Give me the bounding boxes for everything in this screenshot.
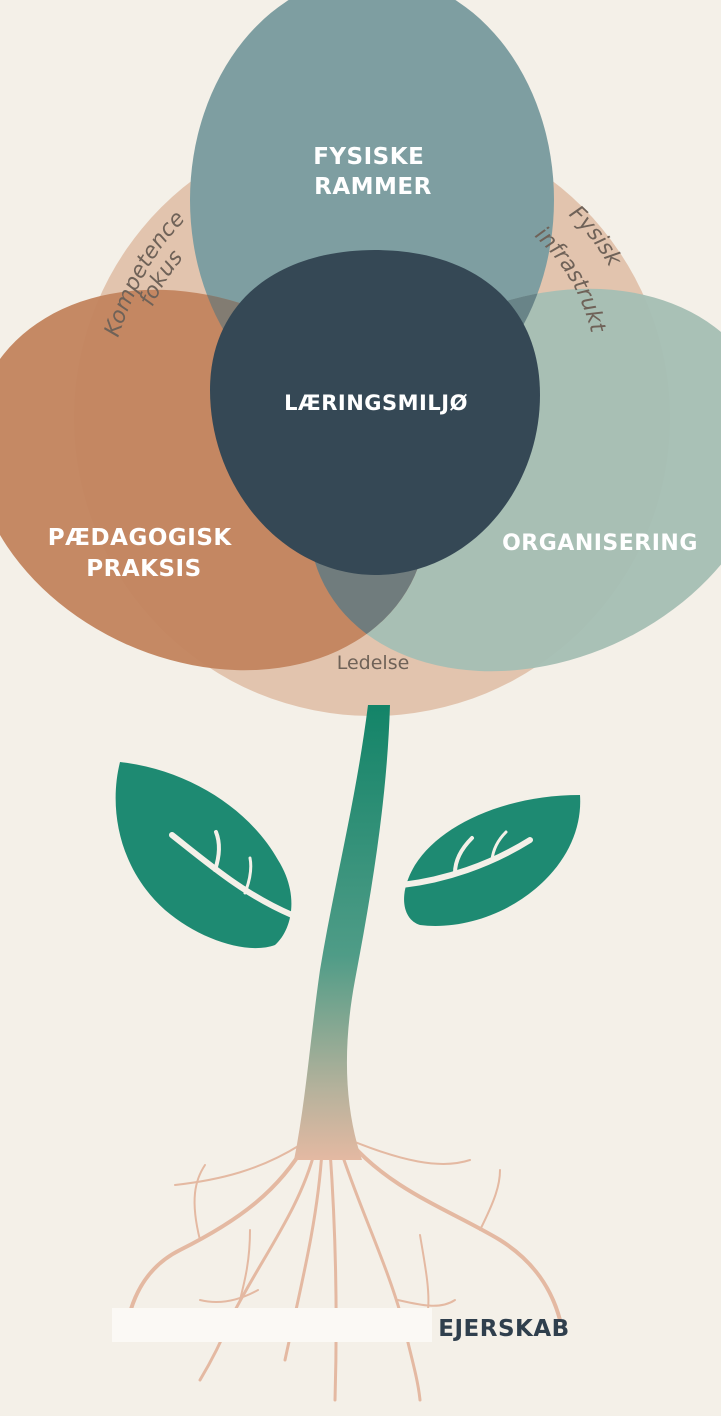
roots xyxy=(126,1138,562,1402)
label-center: LÆRINGSMILJØ xyxy=(284,391,468,415)
label-right: ORGANISERING xyxy=(502,531,698,556)
label-top: FYSISKE RAMMER xyxy=(313,144,433,200)
left-leaf xyxy=(115,762,292,949)
right-leaf-vein xyxy=(399,837,533,888)
right-leaf-vein-branch xyxy=(453,836,474,875)
left-leaf-vein-branch xyxy=(213,830,221,872)
label-bottom-arc: Ledelse xyxy=(337,652,410,674)
label-roots: EJERSKAB xyxy=(438,1316,569,1342)
center-shape xyxy=(210,250,540,575)
right-leaf-vein-branch2 xyxy=(490,830,508,862)
left-leaf-vein xyxy=(169,832,295,918)
stem xyxy=(294,705,390,1160)
label-left: PÆDAGOGISK PRAKSIS xyxy=(48,525,240,582)
left-leaf-vein-branch2 xyxy=(243,856,253,895)
ejerskab-label-backdrop xyxy=(112,1308,432,1342)
